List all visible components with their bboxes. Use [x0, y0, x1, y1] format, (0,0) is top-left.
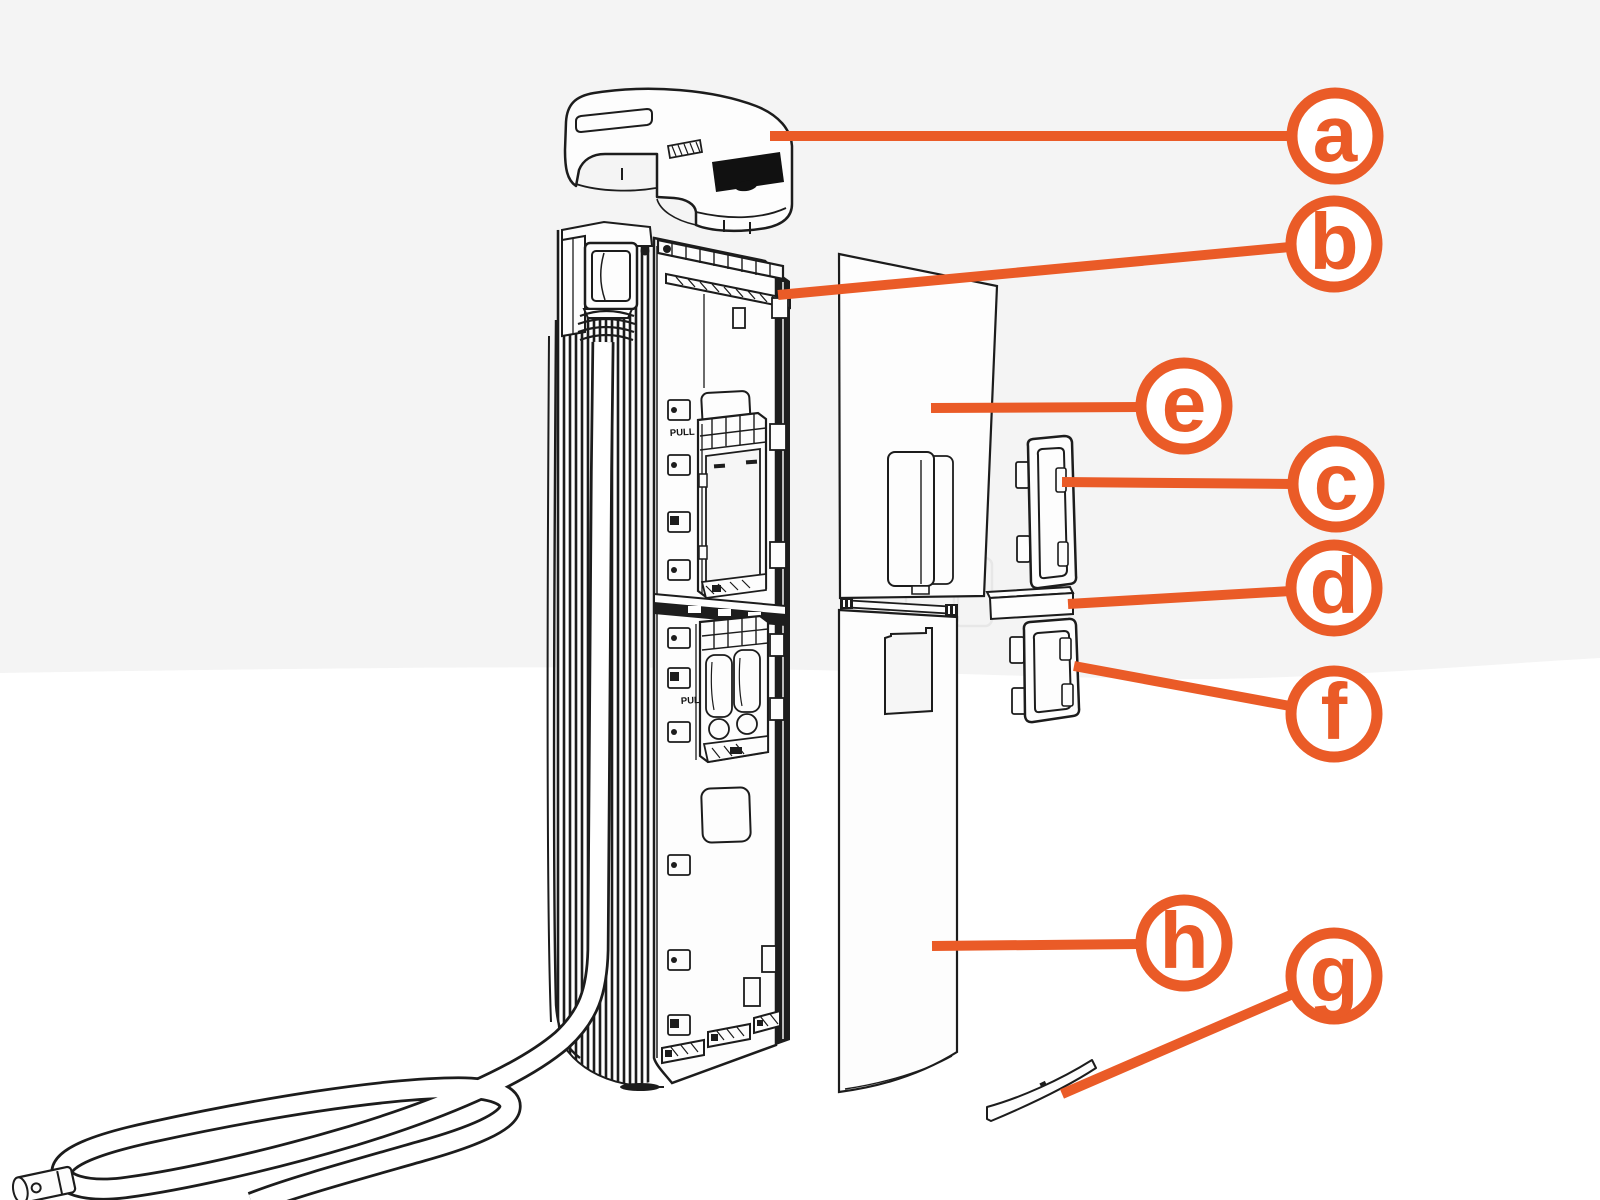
mounting-clips-left: [667, 399, 691, 1036]
leader-d: [1067, 586, 1292, 609]
callout-e: e: [1135, 357, 1233, 455]
callout-a-label: a: [1313, 89, 1358, 178]
callout-c-circle: [1287, 435, 1385, 533]
display-housing-bump: [887, 451, 954, 595]
callout-a-circle: [1286, 87, 1384, 185]
bottom-trim-strip: [986, 1059, 1097, 1122]
callout-d-label: d: [1310, 541, 1359, 630]
callout-leader-lines: [770, 131, 1295, 1099]
upper-compartment: [696, 411, 768, 599]
leader-e: [930, 402, 1142, 413]
callout-c-label: c: [1314, 437, 1359, 526]
callout-f-label: f: [1321, 667, 1348, 756]
lower-bezel-frame: [1009, 617, 1081, 724]
top-cap: [563, 87, 794, 234]
cable-connector: [11, 1165, 77, 1200]
background-lower: [0, 658, 1600, 1200]
callout-d: d: [1285, 539, 1383, 637]
leader-b: [777, 242, 1291, 300]
callout-h-label: h: [1160, 896, 1209, 985]
callout-f: f: [1285, 665, 1383, 763]
cap-connector-slot: [712, 152, 784, 192]
mounting-clips-right: [743, 423, 787, 1007]
lower-compartment: [695, 614, 770, 764]
panel-rail: [840, 598, 958, 616]
base-foot-shadow: [620, 1083, 660, 1091]
callout-a: a: [1286, 87, 1384, 185]
callout-g: g: [1285, 927, 1383, 1025]
leader-f: [1073, 661, 1291, 711]
bottom-vents: [661, 1009, 781, 1065]
callout-b-label: b: [1310, 197, 1359, 286]
charging-station-body: PULL PULL: [11, 220, 791, 1200]
callout-c: c: [1287, 435, 1385, 533]
leader-h: [931, 939, 1142, 951]
nozzle-holster: [561, 220, 654, 342]
top-rail: [656, 238, 791, 319]
panel-window-cutout: [884, 627, 933, 716]
callout-b-circle: [1285, 195, 1383, 293]
front-frame: PULL PULL: [652, 236, 791, 1085]
callout-g-label: g: [1310, 929, 1359, 1018]
callout-e-label: e: [1162, 359, 1207, 448]
callout-g-circle: [1285, 927, 1383, 1025]
callout-e-circle: [1135, 357, 1233, 455]
charging-cable: [50, 341, 615, 1200]
callout-d-circle: [1285, 539, 1383, 637]
callout-b: b: [1285, 195, 1383, 293]
middle-trim-strip: [985, 585, 1075, 621]
callout-f-circle: [1285, 665, 1383, 763]
front-panel-lower: [837, 608, 959, 1094]
leader-c: [1061, 477, 1294, 489]
callout-h-circle: [1135, 894, 1233, 992]
leader-g: [1060, 989, 1295, 1099]
pull-label-upper: PULL: [670, 427, 696, 439]
front-panel-upper: [837, 252, 999, 600]
upper-bezel-frame: [1015, 434, 1078, 590]
callout-h: h: [1135, 894, 1233, 992]
